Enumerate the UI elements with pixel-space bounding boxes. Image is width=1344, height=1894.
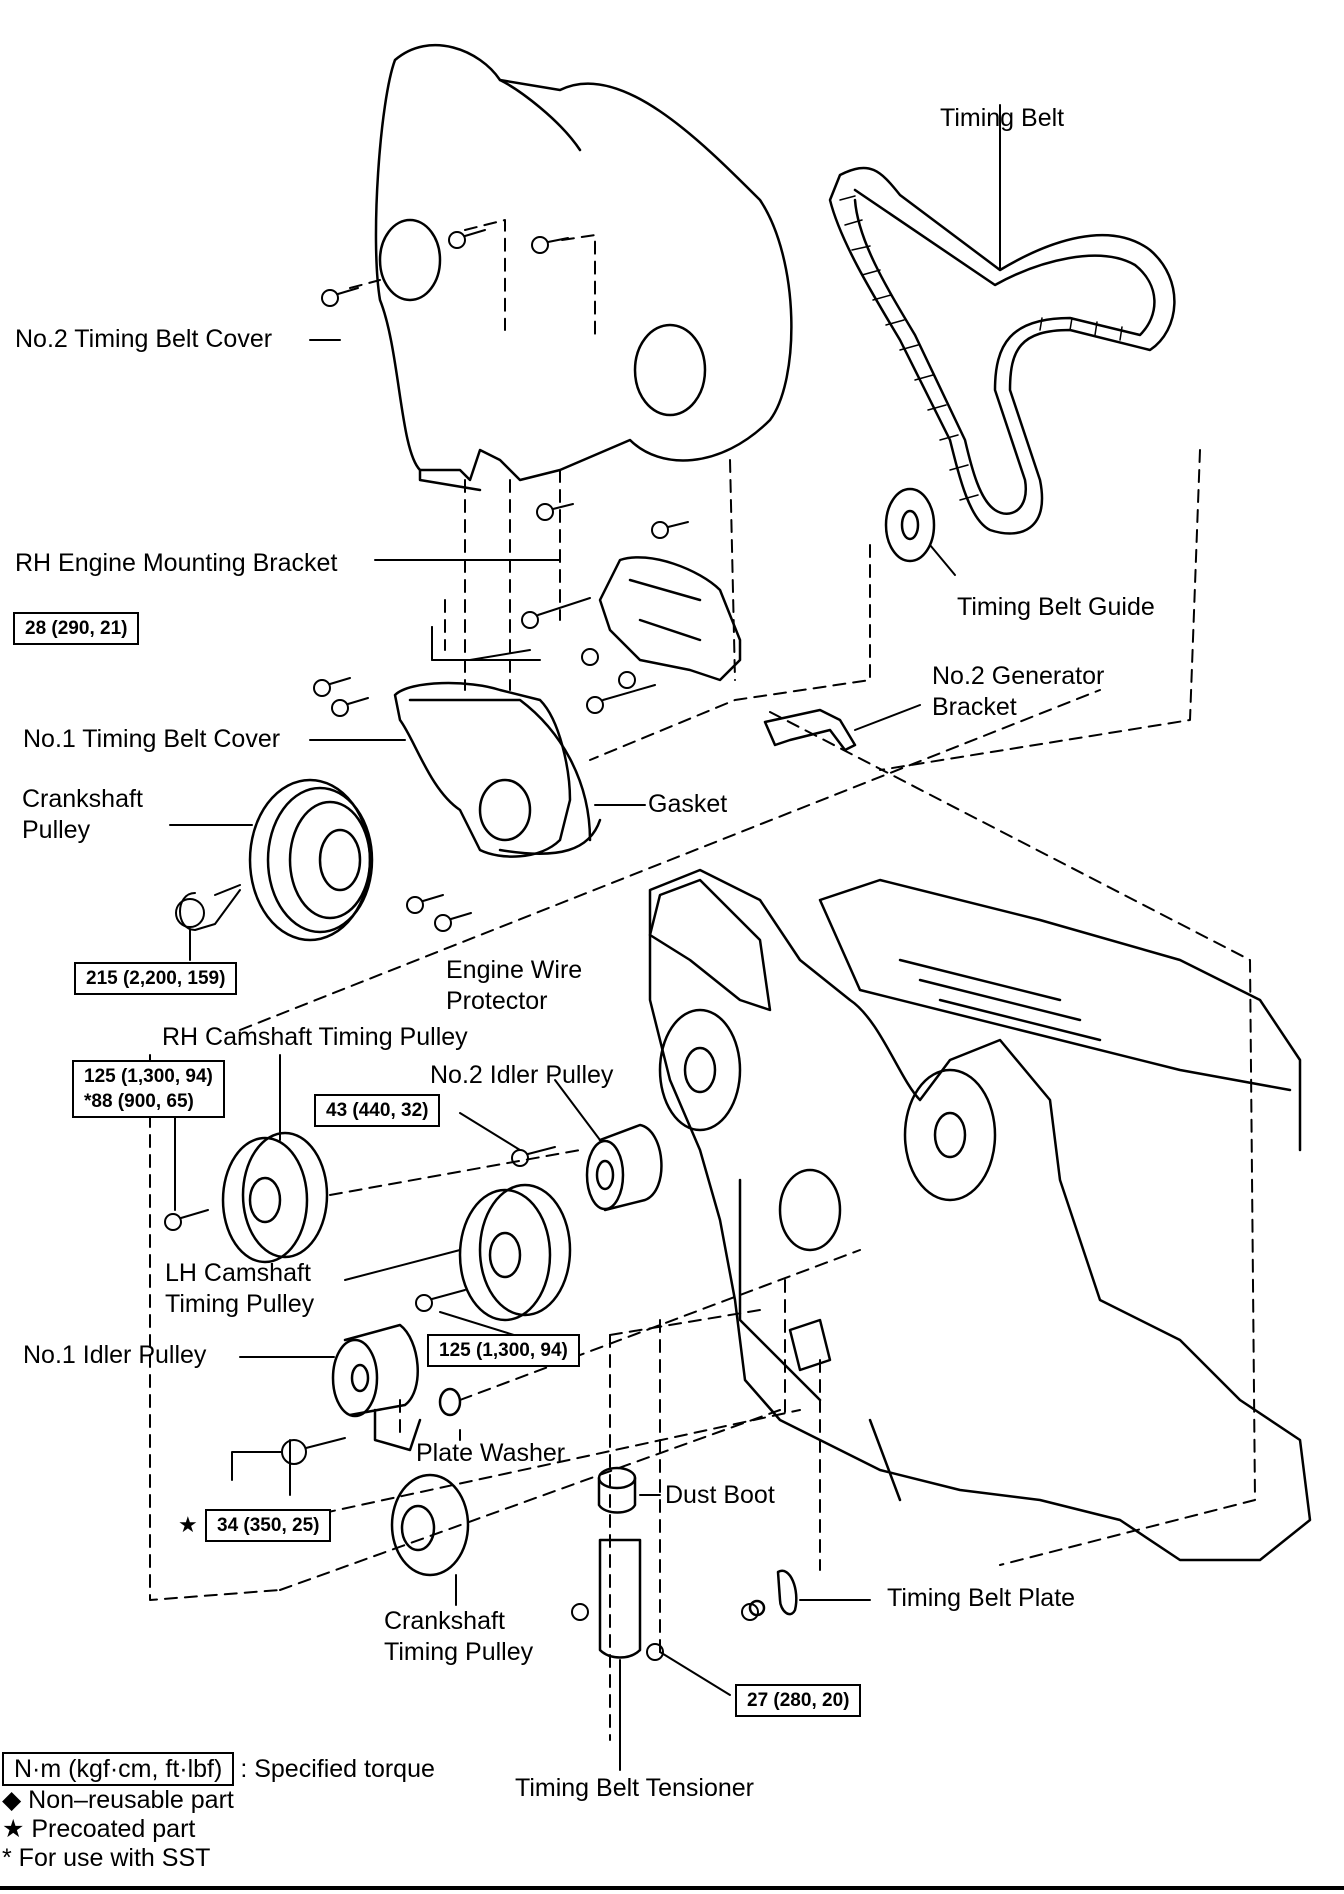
label-crankshaft-timing-pulley-line2: Timing Pulley xyxy=(384,1638,534,1666)
torque-mounting-bracket: 28 (290, 21) xyxy=(13,612,140,645)
legend-unit-box: N·m (kgf·cm, ft·lbf) xyxy=(2,1752,235,1786)
legend: N·m (kgf·cm, ft·lbf): Specified torque ◆… xyxy=(2,1752,435,1873)
label-crankshaft-timing-pulley-line1: Crankshaft xyxy=(384,1607,505,1635)
torque-no2-idler-pulley-bolt: 43 (440, 32) xyxy=(314,1094,441,1127)
no2-timing-belt-cover-drawing xyxy=(309,43,793,492)
label-crankshaft-timing-pulley: Crankshaft Timing Pulley xyxy=(384,1606,533,1668)
label-lh-camshaft-timing-pulley-line2: Timing Pulley xyxy=(165,1290,315,1318)
torque-tensioner-bolt: 27 (280, 20) xyxy=(735,1684,862,1717)
label-timing-belt-tensioner: Timing Belt Tensioner xyxy=(515,1774,755,1802)
no1-timing-belt-cover-drawing xyxy=(309,681,646,858)
no1-idler-pulley-drawing xyxy=(239,1323,422,1452)
legend-non-reusable: ◆ Non–reusable part xyxy=(2,1786,234,1814)
precoated-star-icon: ★ xyxy=(178,1512,198,1537)
assembly-dashed-lines xyxy=(149,219,1256,1741)
label-no1-idler-pulley: No.1 Idler Pulley xyxy=(23,1341,207,1369)
bolts-drawing xyxy=(164,229,759,1661)
torque-leader-lines xyxy=(231,1439,291,1496)
rh-engine-mounting-bracket-drawing xyxy=(374,556,742,682)
label-crankshaft-pulley: Crankshaft Pulley xyxy=(22,784,143,846)
label-no2-generator-bracket: No.2 Generator Bracket xyxy=(932,661,1104,723)
label-plate-washer: Plate Washer xyxy=(416,1439,566,1467)
bottom-divider xyxy=(0,1886,1344,1890)
timing-belt-drawing xyxy=(828,104,1176,535)
label-no2-idler-pulley: No.2 Idler Pulley xyxy=(430,1061,614,1089)
label-gasket: Gasket xyxy=(648,790,728,818)
label-no1-timing-belt-cover: No.1 Timing Belt Cover xyxy=(23,725,281,753)
label-engine-wire-protector-line2: Protector xyxy=(446,987,548,1015)
torque-crankshaft-pulley-bolt: 215 (2,200, 159) xyxy=(74,962,238,995)
torque-rh-camshaft-pulley-bolt: 125 (1,300, 94) *88 (900, 65) xyxy=(72,1060,225,1118)
label-timing-belt-plate: Timing Belt Plate xyxy=(887,1584,1076,1612)
timing-belt-guide-drawing xyxy=(884,487,956,576)
label-lh-camshaft-timing-pulley: LH Camshaft Timing Pulley xyxy=(165,1258,314,1320)
label-timing-belt-guide: Timing Belt Guide xyxy=(957,593,1155,621)
engine-block-drawing xyxy=(648,868,1312,1562)
label-timing-belt: Timing Belt xyxy=(940,104,1065,132)
torque-lh-camshaft-pulley-bolt: 125 (1,300, 94) xyxy=(427,1334,580,1367)
no2-generator-bracket-drawing xyxy=(763,704,921,752)
rh-camshaft-timing-pulley-drawing xyxy=(174,1054,329,1264)
legend-precoated: ★ Precoated part xyxy=(2,1815,196,1843)
label-engine-wire-protector-line1: Engine Wire xyxy=(446,956,583,984)
timing-belt-tensioner-drawing xyxy=(597,1466,731,1771)
crankshaft-pulley-drawing xyxy=(169,778,374,961)
legend-sst: * For use with SST xyxy=(2,1844,211,1872)
label-dust-boot: Dust Boot xyxy=(665,1481,775,1509)
label-no2-generator-bracket-line2: Bracket xyxy=(932,693,1017,721)
label-no2-generator-bracket-line1: No.2 Generator xyxy=(932,662,1105,690)
torque-no1-idler-pulley-bolt: 34 (350, 25) xyxy=(205,1509,332,1542)
label-crankshaft-pulley-line2: Pulley xyxy=(22,816,91,844)
label-rh-camshaft-timing-pulley: RH Camshaft Timing Pulley xyxy=(162,1023,468,1051)
label-lh-camshaft-timing-pulley-line1: LH Camshaft xyxy=(165,1259,311,1287)
no2-idler-pulley-drawing xyxy=(459,1079,663,1212)
torque-rh-camshaft-sst-value: *88 (900, 65) xyxy=(84,1091,194,1112)
plate-washer-drawing xyxy=(438,1387,462,1441)
label-no2-timing-belt-cover: No.2 Timing Belt Cover xyxy=(15,325,273,353)
label-engine-wire-protector: Engine Wire Protector xyxy=(446,955,582,1017)
label-rh-engine-mounting-bracket: RH Engine Mounting Bracket xyxy=(15,549,338,577)
torque-rh-camshaft-value: 125 (1,300, 94) xyxy=(84,1066,213,1087)
lh-camshaft-timing-pulley-drawing xyxy=(344,1183,572,1341)
timing-belt-plate-drawing xyxy=(748,1569,871,1617)
label-crankshaft-pulley-line1: Crankshaft xyxy=(22,785,143,813)
legend-torque-unit-row: N·m (kgf·cm, ft·lbf): Specified torque xyxy=(2,1752,435,1786)
legend-unit-desc: : Specified torque xyxy=(240,1755,435,1783)
crankshaft-timing-pulley-drawing xyxy=(390,1473,470,1606)
